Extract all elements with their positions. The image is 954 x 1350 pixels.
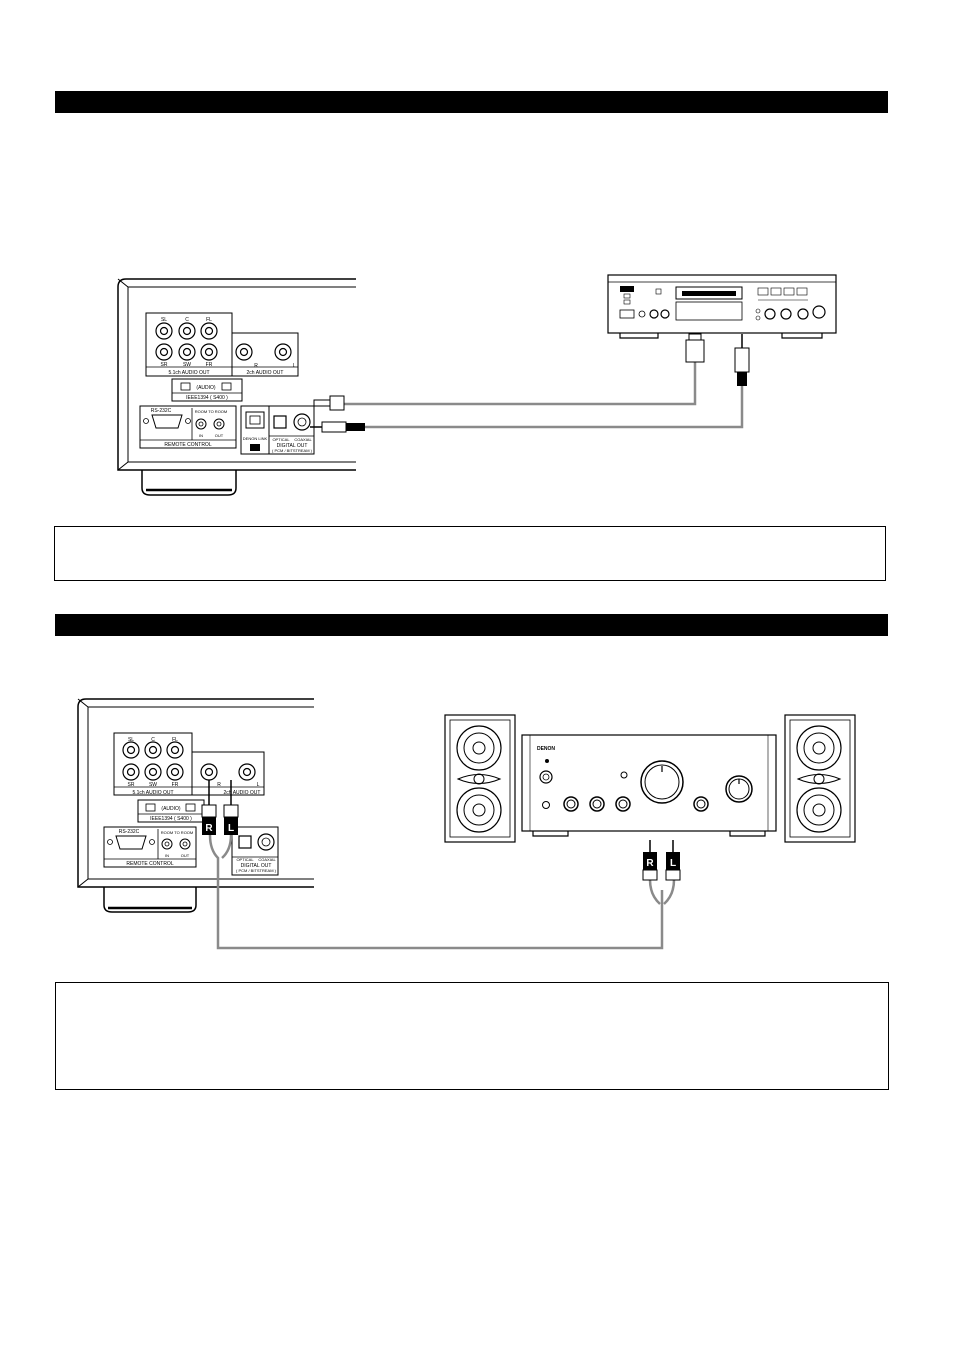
analog-connection-diagram: SL C FL SR SW FR R L 5.1ch AUDIO OUT 2ch… — [77, 698, 856, 950]
jack-label-l: L — [257, 782, 260, 788]
room-to-room-label: ROOM TO ROOM — [195, 409, 228, 414]
twoch-out-label: 2ch AUDIO OUT — [224, 790, 261, 796]
jack-label-sw: SW — [183, 362, 191, 368]
jack-label-sw: SW — [149, 782, 157, 788]
section-header-bar-1 — [55, 91, 888, 113]
rs232c-label: RS-232C — [119, 829, 140, 835]
audio-label: (AUDIO) — [196, 385, 216, 391]
jack-label-fl: FL — [172, 737, 178, 743]
amp-plug-left-label: L — [670, 858, 676, 869]
plug-left-label: L — [228, 823, 234, 834]
digital-connection-diagram: SL C FL SR SW FR R L 5.1ch AUDIO OUT 2ch… — [117, 274, 837, 496]
right-speaker — [784, 714, 856, 843]
out-label: OUT — [215, 433, 224, 438]
audio-label: (AUDIO) — [161, 806, 181, 812]
twoch-out-label: 2ch AUDIO OUT — [247, 370, 284, 376]
multich-out-label: 5.1ch AUDIO OUT — [132, 790, 173, 796]
pcm-bitstream-label: ( PCM / BITSTREAM ) — [236, 868, 277, 873]
optical-label: OPTICAL — [236, 857, 254, 862]
amplifier-brand-logo: DENON — [537, 746, 555, 752]
digital-out-label: DIGITAL OUT — [241, 863, 272, 869]
denon-link-label: DENON LINK — [243, 436, 268, 441]
optical-cable — [313, 333, 705, 411]
jack-label-sr: SR — [128, 782, 135, 788]
amp-plug-right-label: R — [646, 858, 654, 869]
jack-label-sl: SL — [161, 317, 167, 323]
remote-control-label: REMOTE CONTROL — [126, 861, 173, 867]
jack-label-c: C — [151, 737, 155, 743]
amplifier — [521, 734, 777, 837]
coaxial-cable — [310, 334, 750, 433]
jack-label-sl: SL — [128, 737, 134, 743]
pcm-bitstream-label: ( PCM / BITSTREAM ) — [272, 448, 313, 453]
coaxial-label: COAXIAL — [258, 857, 276, 862]
digital-recorder — [607, 274, 837, 339]
plug-right-label: R — [205, 823, 213, 834]
coaxial-label: COAXIAL — [294, 437, 312, 442]
note-box-1 — [54, 526, 886, 581]
rs232c-label: RS-232C — [151, 408, 172, 414]
jack-label-fr: FR — [206, 362, 213, 368]
ieee1394-label: IEEE1394 ( S400 ) — [186, 395, 228, 401]
optical-label: OPTICAL — [272, 437, 290, 442]
jack-label-c: C — [185, 317, 189, 323]
jack-label-r: R — [254, 363, 258, 369]
out-label: OUT — [181, 853, 190, 858]
multich-out-label: 5.1ch AUDIO OUT — [168, 370, 209, 376]
player-rear-panel-2 — [77, 698, 314, 913]
section-header-bar-2 — [55, 614, 888, 636]
digital-out-label: DIGITAL OUT — [277, 443, 308, 449]
remote-control-label: REMOTE CONTROL — [164, 442, 211, 448]
in-label: IN — [199, 433, 203, 438]
jack-label-fl: FL — [206, 317, 212, 323]
left-speaker — [444, 714, 516, 843]
jack-label-r: R — [217, 782, 221, 788]
note-box-2 — [55, 982, 889, 1090]
stereo-audio-cable: R L R L — [201, 780, 681, 950]
player-rear-panel-1 — [117, 278, 356, 496]
jack-label-fr: FR — [172, 782, 179, 788]
room-to-room-label: ROOM TO ROOM — [161, 830, 194, 835]
jack-label-l: L — [293, 363, 296, 369]
jack-label-sr: SR — [161, 362, 168, 368]
ieee1394-label: IEEE1394 ( S400 ) — [150, 816, 192, 822]
in-label: IN — [165, 853, 169, 858]
